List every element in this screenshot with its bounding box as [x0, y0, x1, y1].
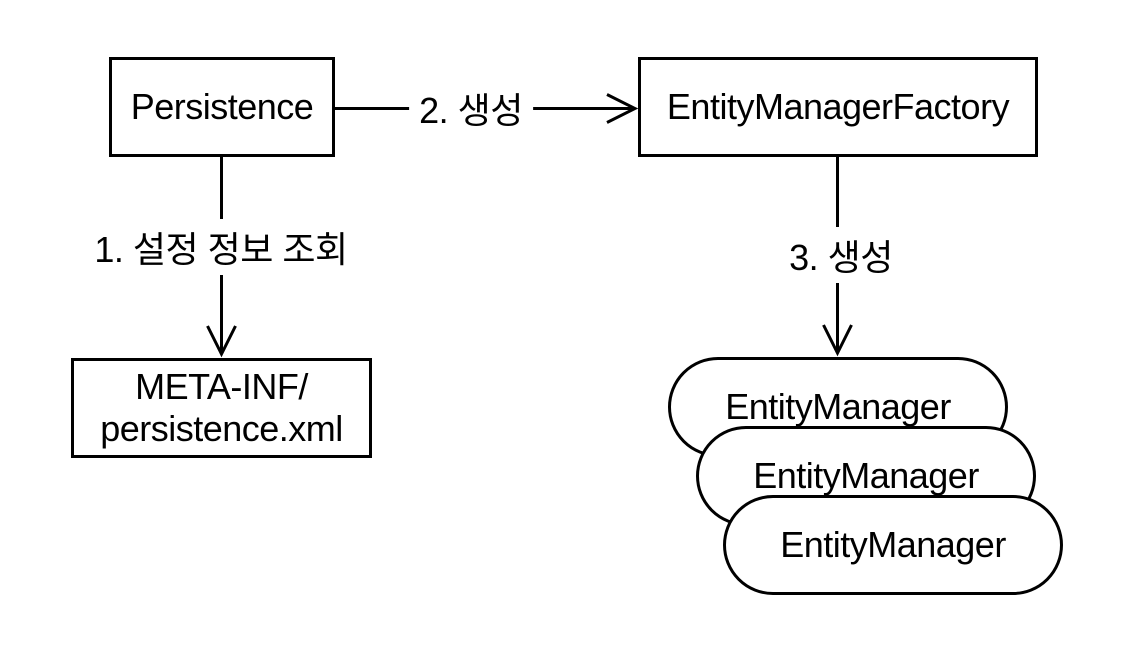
step3-arrowhead-icon [822, 324, 853, 357]
step2-arrowhead-icon [606, 93, 639, 124]
entity-manager-node-1-label: EntityManager [725, 386, 951, 427]
step1-arrowhead-icon [206, 325, 237, 358]
entity-manager-factory-node-label: EntityManagerFactory [666, 86, 1010, 128]
entity-manager-node-3: EntityManager [723, 495, 1063, 595]
entity-manager-node-3-label: EntityManager [780, 524, 1006, 565]
persistence-xml-label-line2: persistence.xml [100, 408, 343, 449]
entity-manager-factory-node: EntityManagerFactory [638, 57, 1038, 157]
persistence-node: Persistence [109, 57, 335, 157]
step1-edge-label: 1. 설정 정보 조회 [84, 219, 358, 275]
entity-manager-node-2-label: EntityManager [753, 455, 979, 496]
step3-edge-label: 3. 생성 [779, 227, 903, 283]
persistence-xml-node: META-INF/ persistence.xml [71, 358, 372, 458]
persistence-node-label: Persistence [130, 86, 314, 128]
persistence-xml-node-label: META-INF/ persistence.xml [100, 366, 343, 450]
step2-edge-label: 2. 생성 [409, 80, 533, 136]
persistence-xml-label-line1: META-INF/ [135, 366, 308, 408]
